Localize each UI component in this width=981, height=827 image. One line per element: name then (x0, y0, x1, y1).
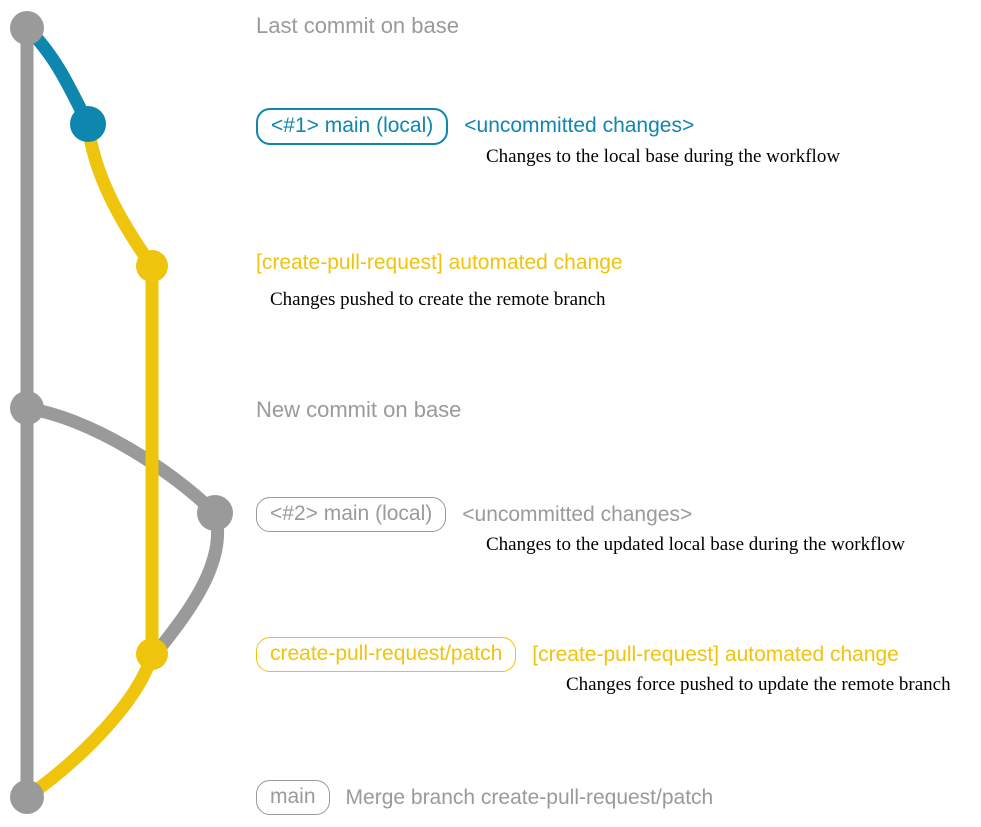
commit-caption-patch-2: Changes force pushed to update the remot… (566, 674, 951, 695)
note-last-commit-on-base: Last commit on base (256, 13, 459, 38)
commit-node-base-head[interactable] (10, 11, 44, 45)
ref-badge-patch-2[interactable]: create-pull-request/patch (256, 637, 517, 673)
commit-node-patch-1[interactable] (136, 250, 168, 282)
commit-node-patch-2[interactable] (136, 638, 168, 670)
branch-line-local2 (20, 401, 225, 655)
commit-subject-patch-1: [create-pull-request] automated change (256, 251, 623, 274)
commit-label-patch-2: create-pull-request/patch [create-pull-r… (256, 637, 899, 673)
ref-badge-main[interactable]: main (256, 780, 330, 816)
commit-caption-local-1: Changes to the local base during the wor… (486, 146, 841, 167)
commit-node-merge[interactable] (10, 780, 44, 814)
commit-subject-local-2: <uncommitted changes> (462, 503, 693, 526)
ref-badge-local-2[interactable]: <#2> main (local) (256, 497, 447, 533)
commit-label-merge: main Merge branch create-pull-request/pa… (256, 780, 714, 816)
commit-subject-merge: Merge branch create-pull-request/patch (345, 786, 714, 809)
commit-label-local-2: <#2> main (local) <uncommitted changes> (256, 497, 693, 533)
commit-label-patch-1: [create-pull-request] automated change (256, 251, 623, 274)
commit-caption-local-2: Changes to the updated local base during… (486, 534, 905, 555)
ref-badge-local-1[interactable]: <#1> main (local) (256, 108, 449, 146)
commit-subject-patch-2: [create-pull-request] automated change (532, 643, 899, 666)
commit-node-local-1[interactable] (70, 106, 106, 142)
branch-line-patch (20, 117, 159, 804)
commit-node-base-new[interactable] (10, 391, 44, 425)
commit-caption-patch-1: Changes pushed to create the remote bran… (270, 289, 606, 310)
commit-label-local-1: <#1> main (local) <uncommitted changes> (256, 108, 695, 146)
note-new-commit-on-base: New commit on base (256, 397, 462, 422)
commit-node-local-2[interactable] (197, 495, 233, 531)
commit-subject-local-1: <uncommitted changes> (464, 114, 695, 137)
